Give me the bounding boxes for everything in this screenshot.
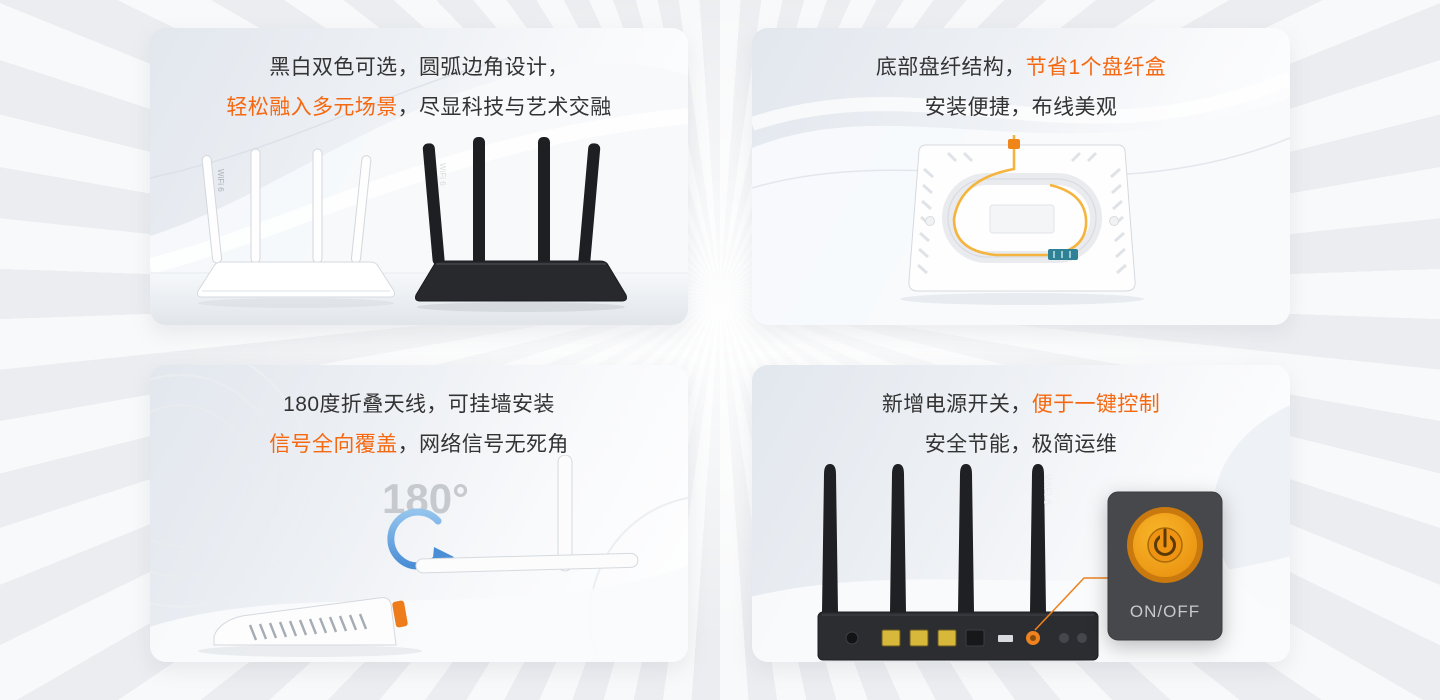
folding-antenna-illustration: 180° [150, 455, 688, 662]
feature-card-color-design: 黑白双色可选，圆弧边角设计， 轻松融入多元场景，尽显科技与艺术交融 [150, 28, 688, 325]
antenna-hinge [392, 600, 408, 628]
router-body [213, 597, 397, 646]
lan-port [937, 629, 957, 647]
usb-port [998, 635, 1013, 642]
antenna-connector [1059, 633, 1069, 643]
title-line-2: 轻松融入多元场景，尽显科技与艺术交融 [150, 88, 688, 128]
power-switch-illustration: WiFi 6 [752, 452, 1290, 662]
power-button-label: ON/OFF [1130, 602, 1200, 621]
routers-illustration: WiFi 6 WiFi 6 [150, 125, 688, 325]
screw-hole [1109, 216, 1119, 226]
screw-hole [925, 216, 935, 226]
black-router: WiFi 6 [415, 137, 627, 312]
router-body [817, 611, 1099, 661]
wifi6-badge: WiFi 6 [438, 163, 447, 186]
wan-port [965, 629, 985, 647]
router-bottom-svg [900, 135, 1144, 305]
router-bottom-illustration [752, 135, 1290, 325]
card-title: 黑白双色可选，圆弧边角设计， 轻松融入多元场景，尽显科技与艺术交融 [150, 28, 688, 128]
vent-slats [917, 151, 1127, 275]
antenna [890, 464, 906, 612]
antenna [822, 464, 838, 612]
card-title: 新增电源开关，便于一键控制 安全节能，极简运维 [752, 365, 1290, 465]
title-rest: ，网络信号无死角 [397, 433, 569, 456]
title-line-2: 信号全向覆盖，网络信号无死角 [150, 425, 688, 465]
antenna [1030, 464, 1046, 612]
callout-line [1034, 577, 1108, 631]
antenna-vertical [557, 455, 573, 572]
power-switch-svg: WiFi 6 [815, 464, 1223, 662]
title-line-2: 安全节能，极简运维 [924, 433, 1118, 456]
fiber-entry-connector [1008, 139, 1020, 149]
title-rest: ，尽显科技与艺术交融 [397, 96, 612, 119]
feature-grid: 黑白双色可选，圆弧边角设计， 轻松融入多元场景，尽显科技与艺术交融 [150, 28, 1290, 662]
lan-port [881, 629, 901, 647]
title-accent: 信号全向覆盖 [269, 433, 398, 456]
router-rear-view: WiFi 6 [815, 464, 1099, 662]
router-side-view [198, 455, 639, 657]
vent-grille [248, 613, 368, 641]
card-title: 180度折叠天线，可挂墙安装 信号全向覆盖，网络信号无死角 [150, 365, 688, 465]
wifi6-badge: WiFi 6 [1041, 474, 1053, 505]
title-accent: 轻松融入多元场景 [226, 96, 398, 119]
card-title: 底部盘纤结构，节省1个盘纤盒 安装便捷，布线美观 [752, 28, 1290, 128]
dc-jack [845, 631, 859, 645]
feature-card-folding-antenna: 180度折叠天线，可挂墙安装 信号全向覆盖，网络信号无死角 180° [150, 365, 688, 662]
white-router: WiFi 6 [197, 148, 395, 308]
title-line-1: 新增电源开关，便于一键控制 [752, 385, 1290, 425]
folding-antenna-svg: 180° [198, 455, 639, 657]
antenna-horizontal [415, 552, 639, 574]
title-line-2: 安装便捷，布线美观 [924, 96, 1118, 119]
title-accent: 节省1个盘纤盒 [1025, 56, 1167, 79]
fiber-terminal [1048, 249, 1078, 260]
title-pre: 底部盘纤结构， [875, 56, 1026, 79]
router-bottom-shell [908, 144, 1136, 292]
feature-card-power-switch: 新增电源开关，便于一键控制 安全节能，极简运维 [752, 365, 1290, 662]
wifi6-badge: WiFi 6 [216, 169, 225, 192]
title-pre: 新增电源开关， [881, 393, 1032, 416]
antenna-connector [1077, 633, 1087, 643]
title-line-1: 黑白双色可选，圆弧边角设计， [269, 56, 569, 79]
label-sticker [989, 204, 1055, 234]
power-switch-zoom-panel: ON/OFF [1107, 491, 1223, 641]
title-line-1: 底部盘纤结构，节省1个盘纤盒 [752, 48, 1290, 88]
lan-port [909, 629, 929, 647]
title-accent: 便于一键控制 [1031, 393, 1161, 416]
feature-card-fiber-coil: 底部盘纤结构，节省1个盘纤盒 安装便捷，布线美观 [752, 28, 1290, 325]
power-button-icon [1127, 507, 1203, 583]
optical-fiber [952, 135, 1088, 260]
title-line-1: 180度折叠天线，可挂墙安装 [283, 393, 555, 416]
antenna [958, 464, 974, 612]
routers-svg: WiFi 6 WiFi 6 [150, 137, 688, 325]
